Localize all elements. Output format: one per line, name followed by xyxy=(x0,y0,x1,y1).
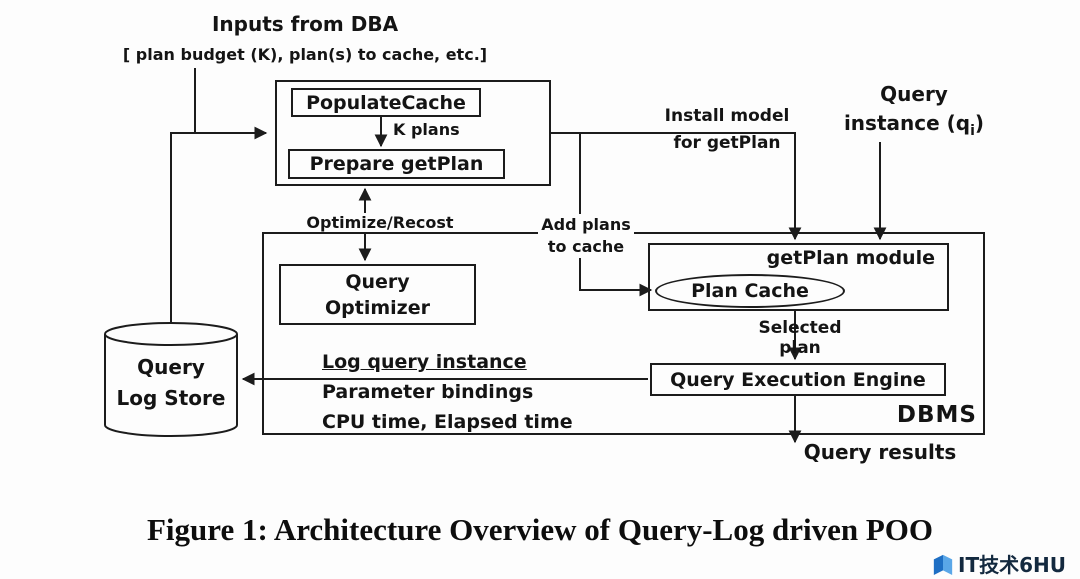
query-optimizer-box: Query Optimizer xyxy=(279,264,476,325)
populate-cache-box: PopulateCache xyxy=(291,88,481,117)
watermark: IT技术6HU xyxy=(932,549,1066,578)
install-model-label: Install model for getPlan xyxy=(664,106,790,153)
watermark-text: IT技术6HU xyxy=(958,553,1066,577)
log-query-instance-line: Log query instance xyxy=(322,351,527,373)
dbms-label: DBMS xyxy=(896,402,977,428)
inputs-from-dba-label: Inputs from DBA xyxy=(211,12,399,36)
parameter-bindings-line: Parameter bindings xyxy=(322,381,534,403)
figure-caption: Figure 1: Architecture Overview of Query… xyxy=(146,512,934,547)
selected-plan-label: Selected plan xyxy=(758,318,842,358)
getplan-module-label: getPlan module xyxy=(766,247,935,269)
prepare-getplan-label: Prepare getPlan xyxy=(309,153,484,175)
prepare-getplan-box: Prepare getPlan xyxy=(288,149,505,179)
query-optimizer-label: Query Optimizer xyxy=(325,270,430,319)
add-plans-label: Add plans to cache xyxy=(538,214,634,258)
query-instance-subscript: i xyxy=(970,123,975,139)
populate-cache-label: PopulateCache xyxy=(306,91,466,114)
cpu-elapsed-line: CPU time, Elapsed time xyxy=(322,411,573,433)
log-details-label: Log query instance Parameter bindings CP… xyxy=(322,347,573,437)
query-log-store-label: Query Log Store xyxy=(116,355,226,410)
query-results-label: Query results xyxy=(803,440,957,464)
query-execution-engine-box: Query Execution Engine xyxy=(650,363,946,396)
optimize-recost-label: Optimize/Recost xyxy=(300,213,460,232)
k-plans-label: K plans xyxy=(393,120,460,139)
inputs-detail-label: [ plan budget (K), plan(s) to cache, etc… xyxy=(122,45,488,64)
plan-cache-ellipse: Plan Cache xyxy=(655,274,845,308)
book-icon xyxy=(933,554,953,575)
query-execution-engine-label: Query Execution Engine xyxy=(670,368,926,391)
query-instance-label: Query instance (qi) xyxy=(843,82,985,139)
plan-cache-label: Plan Cache xyxy=(691,280,809,302)
arrow-logstore-to-prep xyxy=(170,126,268,322)
